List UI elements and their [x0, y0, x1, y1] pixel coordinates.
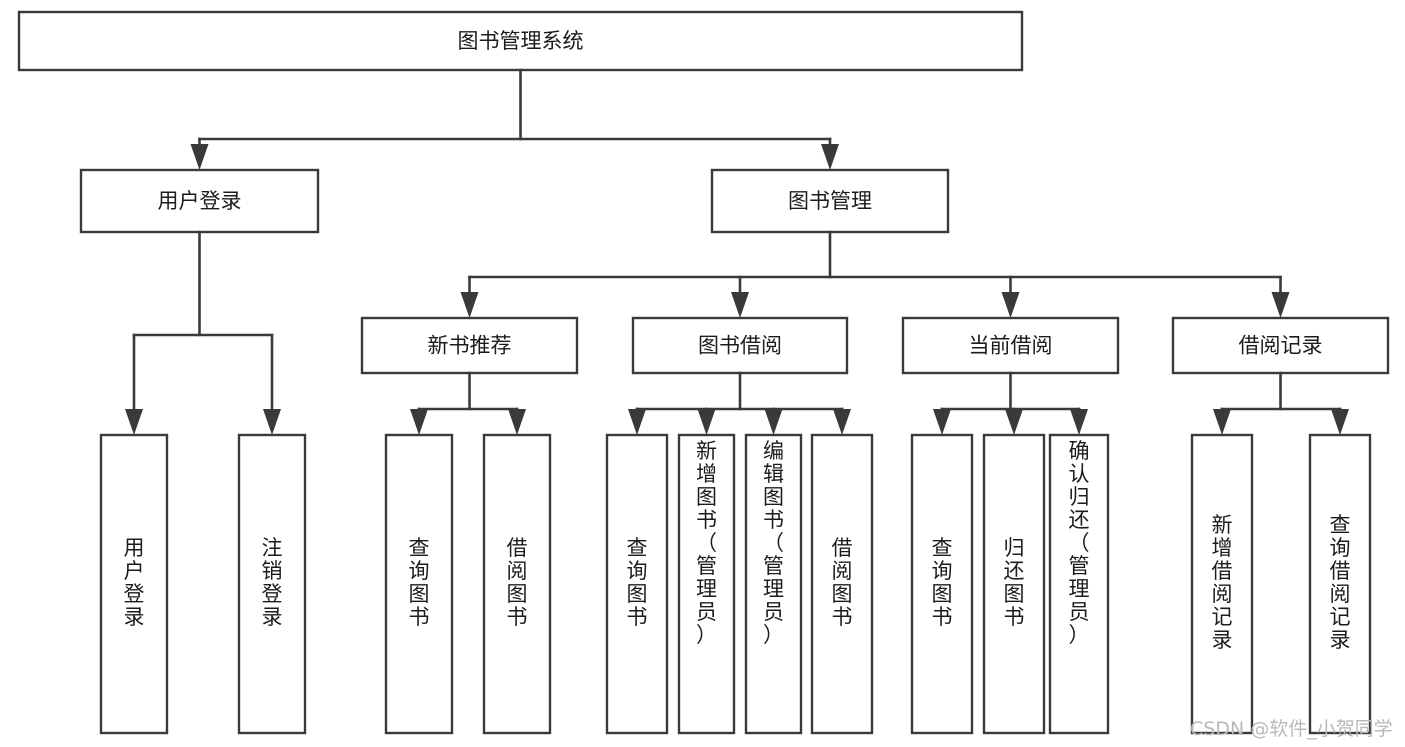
node-leaf-10[interactable]	[1048, 433, 1110, 735]
node-leaf-3[interactable]	[482, 433, 552, 735]
arrow-head-icon	[833, 409, 851, 435]
node-leaf-9-rect[interactable]	[982, 433, 1046, 735]
node-leaf-8[interactable]	[910, 433, 974, 735]
node-leaf-7[interactable]	[810, 433, 874, 735]
arrow-head-icon	[460, 292, 479, 318]
node-level3-3-label: 借阅记录	[1239, 334, 1323, 358]
node-leaf-4[interactable]	[605, 433, 669, 735]
arrow-head-icon	[1213, 409, 1231, 435]
arrow-head-icon	[1271, 292, 1290, 318]
node-leaf-11-rect[interactable]	[1190, 433, 1254, 735]
arrow-head-icon	[410, 409, 428, 435]
node-level3-0-rect[interactable]	[360, 316, 579, 375]
node-level3-1-label: 图书借阅	[698, 334, 782, 358]
arrow-head-icon	[1271, 292, 1290, 318]
arrow-head-icon	[508, 409, 526, 435]
arrow-head-icon	[697, 409, 716, 435]
node-level2-0[interactable]	[79, 168, 320, 234]
node-leaf-10-rect[interactable]	[1048, 433, 1110, 735]
node-leaf-8-rect[interactable]	[910, 433, 974, 735]
node-level3-2-label: 当前借阅	[969, 334, 1053, 358]
node-leaf-0-rect[interactable]	[99, 433, 169, 735]
node-leaf-2[interactable]	[384, 433, 454, 735]
node-leaf-1-rect[interactable]	[237, 433, 307, 735]
node-root[interactable]	[17, 10, 1024, 72]
arrow-head-icon	[263, 409, 281, 435]
node-leaf-0[interactable]	[99, 433, 169, 735]
arrow-head-icon	[1070, 409, 1088, 435]
arrow-head-icon	[1213, 409, 1231, 435]
node-leaf-12-rect[interactable]	[1308, 433, 1372, 735]
node-root-label: 图书管理系统	[458, 29, 584, 53]
node-leaf-5-rect[interactable]	[677, 433, 736, 735]
node-leaf-7-rect[interactable]	[810, 433, 874, 735]
node-level3-2-rect[interactable]	[901, 316, 1120, 375]
node-leaf-9[interactable]	[982, 433, 1046, 735]
arrow-head-icon	[933, 409, 951, 435]
node-level3-0[interactable]	[360, 316, 579, 375]
node-leaf-2-rect[interactable]	[384, 433, 454, 735]
node-leaf-6[interactable]	[744, 433, 803, 735]
arrow-head-icon	[731, 292, 749, 318]
arrow-head-icon	[731, 292, 749, 318]
arrow-head-icon	[1331, 409, 1349, 435]
arrow-head-icon	[190, 144, 209, 170]
arrow-head-icon	[697, 409, 716, 435]
node-leaf-3-rect[interactable]	[482, 433, 552, 735]
arrow-head-icon	[1331, 409, 1349, 435]
arrow-head-icon	[764, 409, 783, 435]
arrow-head-icon	[508, 409, 526, 435]
arrow-head-icon	[125, 409, 143, 435]
arrow-head-icon	[190, 144, 209, 170]
node-root-rect[interactable]	[17, 10, 1024, 72]
node-leaf-4-rect[interactable]	[605, 433, 669, 735]
arrow-head-icon	[628, 409, 646, 435]
arrow-head-icon	[410, 409, 428, 435]
node-leaf-1[interactable]	[237, 433, 307, 735]
node-leaf-5[interactable]	[677, 433, 736, 735]
node-level2-0-label: 用户登录	[158, 189, 242, 213]
arrow-head-icon	[628, 409, 646, 435]
arrow-head-icon	[1001, 292, 1020, 318]
arrow-head-icon	[764, 409, 783, 435]
node-leaf-6-rect[interactable]	[744, 433, 803, 735]
arrow-head-icon	[263, 409, 281, 435]
arrow-head-icon	[1005, 409, 1023, 435]
arrow-head-icon	[1001, 292, 1020, 318]
arrow-head-icon	[1005, 409, 1023, 435]
arrow-head-icon	[821, 144, 839, 170]
node-level2-0-rect[interactable]	[79, 168, 320, 234]
arrow-head-icon	[460, 292, 479, 318]
node-level3-0-label: 新书推荐	[428, 334, 512, 358]
node-level2-1-label: 图书管理	[788, 189, 872, 213]
arrow-head-icon	[821, 144, 839, 170]
node-leaf-11[interactable]	[1190, 433, 1254, 735]
arrow-head-icon	[125, 409, 143, 435]
csdn-watermark: CSDN @软件_小贺同学	[1190, 718, 1393, 740]
node-level3-2[interactable]	[901, 316, 1120, 375]
arrow-head-icon	[1070, 409, 1088, 435]
arrow-head-icon	[833, 409, 851, 435]
node-leaf-12[interactable]	[1308, 433, 1372, 735]
arrow-head-icon	[933, 409, 951, 435]
